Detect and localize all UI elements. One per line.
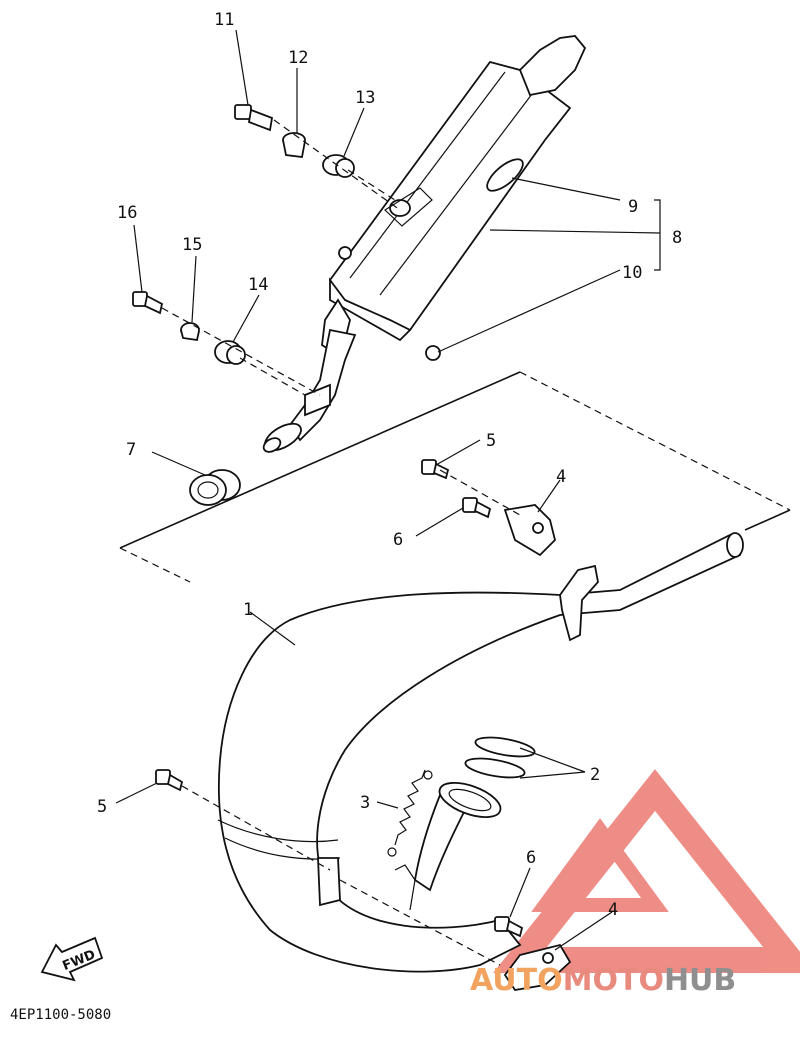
bracket-4-lower — [503, 943, 572, 991]
label-7: 7 — [126, 440, 136, 460]
label-10: 10 — [622, 263, 642, 283]
watermark-hub: HUB — [664, 963, 736, 998]
bolt-5-lower — [155, 769, 184, 792]
label-9: 9 — [628, 197, 638, 217]
collar-12 — [282, 132, 306, 158]
damper-13 — [322, 154, 355, 178]
assembly-lines — [161, 119, 521, 966]
label-12: 12 — [288, 48, 308, 68]
bolt-6-upper — [462, 497, 492, 519]
fwd-arrow: FWD — [40, 936, 104, 982]
label-15: 15 — [182, 235, 202, 255]
collar-15 — [180, 322, 200, 342]
svg-text:AUTOMOTOHUB: AUTOMOTOHUB — [470, 963, 736, 998]
label-6-upper: 6 — [393, 530, 403, 550]
leader-lines — [115, 29, 661, 951]
label-16: 16 — [117, 203, 137, 223]
label-6-lower: 6 — [526, 848, 536, 868]
damper-14 — [214, 340, 246, 365]
part-labels: 11 12 13 16 15 14 7 9 8 10 5 4 6 1 2 3 5… — [97, 10, 682, 920]
bolt-6-lower — [494, 916, 524, 938]
header-pipe — [394, 781, 502, 911]
gasket-7 — [189, 469, 241, 506]
label-13: 13 — [355, 88, 375, 108]
bolt-5-upper — [421, 459, 450, 480]
bracket-4-upper — [503, 504, 556, 557]
silencer-body — [321, 35, 587, 361]
bolt-11 — [234, 104, 274, 132]
watermark-logo — [493, 769, 800, 973]
label-1: 1 — [243, 600, 253, 620]
label-8: 8 — [672, 228, 682, 248]
label-5-lower: 5 — [97, 797, 107, 817]
label-4-lower: 4 — [608, 900, 618, 920]
label-3: 3 — [360, 793, 370, 813]
label-14: 14 — [248, 275, 268, 295]
gasket-2 — [464, 736, 536, 779]
muffler-group-frame — [119, 371, 791, 583]
label-11: 11 — [214, 10, 234, 30]
bolt-16 — [132, 291, 164, 315]
spring-3 — [387, 769, 433, 857]
exhaust-chamber — [217, 532, 744, 973]
label-2: 2 — [590, 765, 600, 785]
drawing-code: 4EP1100-5080 — [10, 1007, 111, 1023]
watermark-text: AUTOMOTOHUB — [470, 963, 736, 998]
watermark-auto: AUTO — [470, 963, 563, 998]
watermark-moto: MOTO — [563, 963, 664, 998]
silencer-inlet-pipe — [262, 328, 357, 453]
label-4-upper: 4 — [556, 467, 566, 487]
label-5-upper: 5 — [486, 431, 496, 451]
